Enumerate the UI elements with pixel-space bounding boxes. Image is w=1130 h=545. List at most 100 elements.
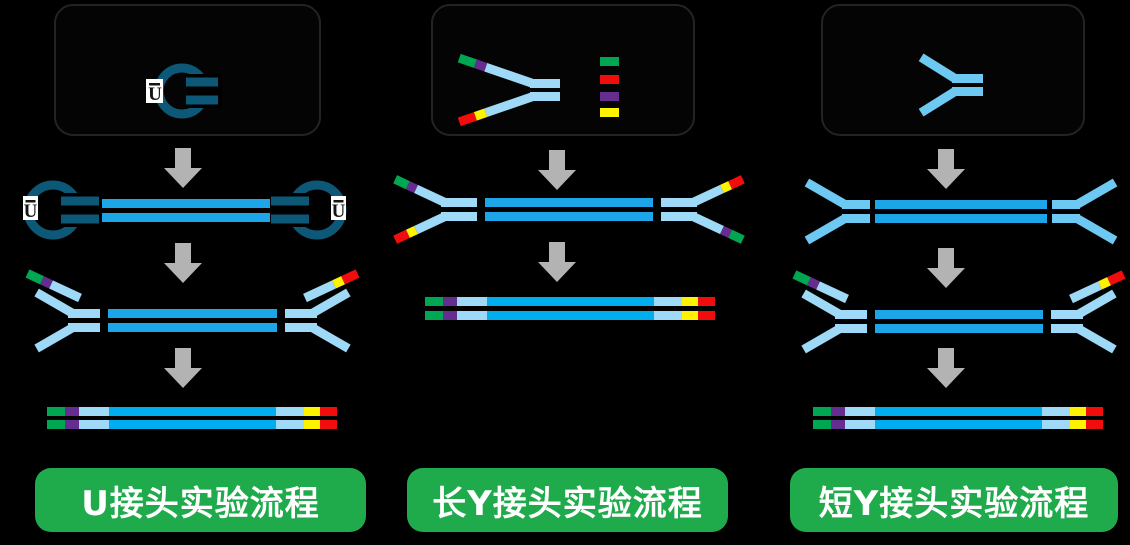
tip-purple	[443, 297, 457, 306]
tip-purple	[65, 420, 79, 429]
library-strand	[47, 407, 337, 416]
dna-insert-strand	[108, 309, 277, 318]
adapter-arm	[303, 280, 336, 303]
tip-yellow	[1070, 407, 1086, 416]
flow-arrow	[538, 150, 576, 190]
adapter-stem	[835, 324, 867, 333]
adapter-arm	[484, 62, 535, 88]
tip-green	[813, 407, 831, 416]
adapter-stem	[441, 198, 477, 207]
adapter-stem	[952, 74, 983, 83]
long-y-end-right	[661, 175, 745, 244]
adapter-arm	[691, 212, 724, 235]
tip-red	[393, 229, 410, 244]
final-library	[47, 407, 337, 429]
tip-yellow	[682, 311, 698, 320]
dna-insert-strand	[485, 198, 653, 207]
long-y-adapter-icon	[457, 53, 560, 127]
dna-insert-strand	[102, 199, 270, 208]
adapter-arm	[414, 184, 447, 207]
adapter-arm	[804, 214, 848, 245]
tip-yellow	[473, 108, 488, 121]
flow-arrow	[164, 148, 202, 188]
short-y-ligated-insert	[804, 178, 1118, 245]
adapter-arm	[918, 87, 958, 117]
u-adapter-ligated-insert: U U	[23, 180, 347, 240]
released-strand	[792, 270, 849, 304]
tip-red	[1086, 420, 1103, 429]
adapter-stem	[842, 214, 870, 223]
legend-swatch-red	[600, 75, 619, 84]
u-adapter-left	[23, 180, 99, 240]
legend-swatch-yellow	[600, 108, 619, 117]
opened-y-intermediate	[25, 269, 360, 353]
dna-insert-strand	[875, 310, 1043, 319]
adapter-segment	[654, 297, 682, 306]
adapter-arm	[34, 323, 76, 353]
open-y-end-right	[1051, 270, 1126, 354]
adapter-stem	[661, 212, 697, 221]
adapter-segment	[845, 420, 875, 429]
adapter-arm	[484, 92, 535, 118]
open-y-end-right	[285, 269, 360, 353]
workflow-label-short-y-adapter[interactable]: 短Y接头实验流程	[790, 468, 1118, 532]
tip-green	[47, 420, 65, 429]
workflow-label-long-y-adapter[interactable]: 长Y接头实验流程	[407, 468, 728, 532]
adapter-arm	[801, 289, 843, 319]
tip-yellow	[332, 276, 345, 289]
library-strand	[47, 420, 337, 429]
flow-arrow	[164, 243, 202, 283]
adapter-segment	[276, 420, 304, 429]
tip-green	[457, 53, 477, 68]
tip-green	[813, 420, 831, 429]
adapter-arm	[49, 280, 82, 303]
adapter-panel-long-y	[431, 4, 695, 136]
adapter-arm	[691, 184, 724, 207]
short-y-end-right	[1052, 178, 1118, 245]
insert-segment	[109, 420, 276, 429]
tip-yellow	[720, 181, 733, 194]
u-badge-overline	[333, 200, 344, 203]
workflow-label-u-adapter[interactable]: U接头实验流程	[35, 468, 366, 532]
index-color-legend	[600, 57, 619, 117]
tip-green	[728, 229, 745, 244]
dna-insert-strand	[108, 323, 277, 332]
adapter-arm	[801, 324, 843, 354]
final-library	[813, 407, 1103, 429]
released-strand	[1069, 270, 1126, 304]
adapter-stem	[1052, 214, 1080, 223]
adapter-stem	[835, 310, 867, 319]
short-y-adapter-icon	[918, 53, 983, 117]
tip-green	[393, 175, 410, 190]
tip-purple	[443, 311, 457, 320]
legend-swatch-purple	[600, 92, 619, 101]
adapter-segment	[276, 407, 304, 416]
tip-green	[792, 270, 811, 286]
adapter-arm	[816, 281, 849, 304]
adapter-segment	[1042, 420, 1070, 429]
adapter-stem	[441, 212, 477, 221]
released-strand	[303, 269, 360, 303]
dna-insert-strand	[875, 200, 1047, 209]
adapter-stem	[1051, 310, 1083, 319]
tip-green	[425, 297, 443, 306]
library-strand	[425, 311, 715, 320]
flow-arrow	[927, 149, 965, 189]
tip-purple	[831, 420, 845, 429]
tip-red	[320, 407, 337, 416]
tip-purple	[40, 276, 53, 289]
adapter-segment	[654, 311, 682, 320]
adapter-stem	[68, 323, 100, 332]
tip-purple	[720, 225, 733, 238]
adapter-stem	[952, 87, 983, 96]
adapter-arm	[1074, 214, 1118, 245]
tip-red	[457, 112, 477, 127]
library-strand	[813, 420, 1103, 429]
adapter-stem	[530, 92, 560, 101]
u-badge-overline	[149, 83, 160, 86]
dna-insert-strand	[485, 212, 653, 221]
released-strand	[25, 269, 82, 303]
adapter-stub	[61, 196, 99, 206]
adapter-stem	[285, 323, 317, 332]
